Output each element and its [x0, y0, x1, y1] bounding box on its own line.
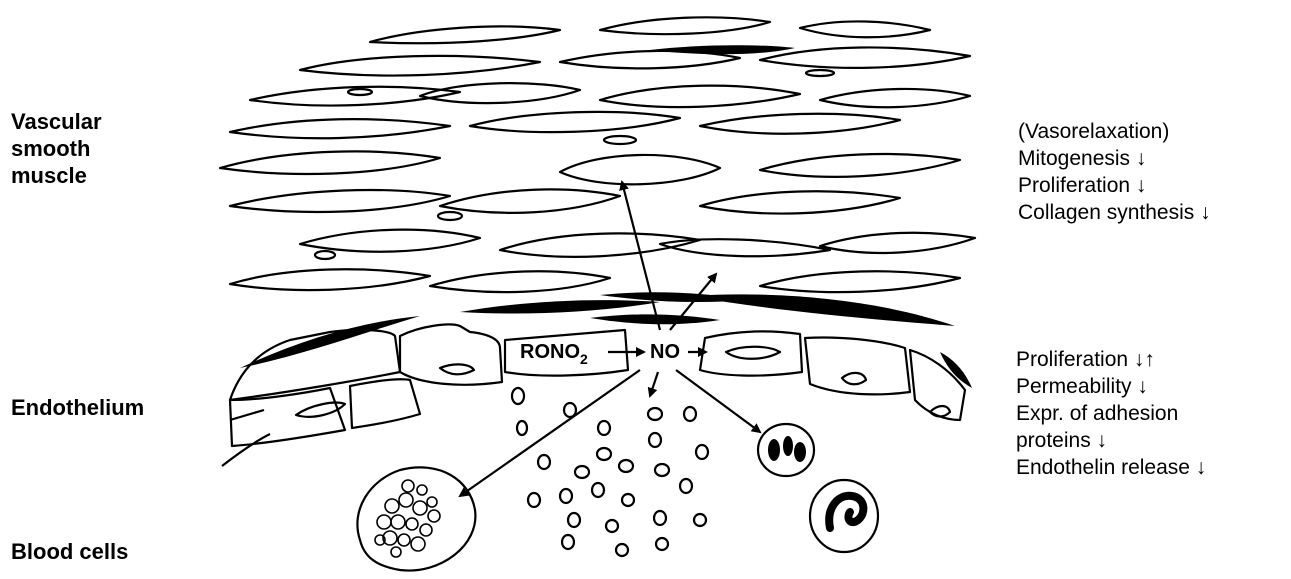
monocyte-nucleus [829, 496, 863, 528]
platelet [560, 489, 572, 503]
platelet [528, 493, 540, 507]
platelet [694, 514, 706, 526]
leukocyte-nucleus [768, 436, 806, 462]
platelet [538, 455, 550, 469]
platelet [619, 460, 633, 472]
platelet [512, 388, 524, 404]
platelet [654, 511, 666, 525]
platelet [655, 464, 669, 476]
platelet [568, 513, 580, 527]
platelet [517, 421, 527, 435]
platelet [606, 520, 618, 532]
platelet [562, 535, 574, 549]
rono2-subscript: 2 [580, 351, 588, 367]
blood-cells [357, 388, 878, 571]
platelet [696, 445, 708, 459]
platelet [649, 433, 661, 447]
platelet [592, 483, 604, 497]
platelet [656, 538, 668, 550]
endothelial-cells [222, 324, 965, 466]
platelet [616, 544, 628, 556]
arrow-to-leukocyte [676, 370, 760, 432]
platelet [598, 421, 610, 435]
arrow-to-platelets [650, 372, 658, 396]
platelet [648, 408, 662, 420]
no-label: NO [650, 341, 680, 363]
rono2-main: RONO [520, 341, 580, 363]
monocyte [810, 480, 878, 552]
aggregate-contents [375, 480, 440, 557]
platelet [564, 403, 576, 417]
arrow-to-smooth-muscle-upper [622, 182, 660, 330]
platelet [684, 407, 696, 421]
platelet [622, 494, 634, 506]
platelet [575, 466, 589, 478]
rono2-label: RONO2 [520, 341, 588, 367]
smooth-muscle-cells [220, 17, 975, 292]
elastic-lamina [240, 45, 972, 388]
platelet [597, 448, 611, 460]
platelet [680, 479, 692, 493]
arrow-to-platelet-aggregate [460, 370, 640, 496]
